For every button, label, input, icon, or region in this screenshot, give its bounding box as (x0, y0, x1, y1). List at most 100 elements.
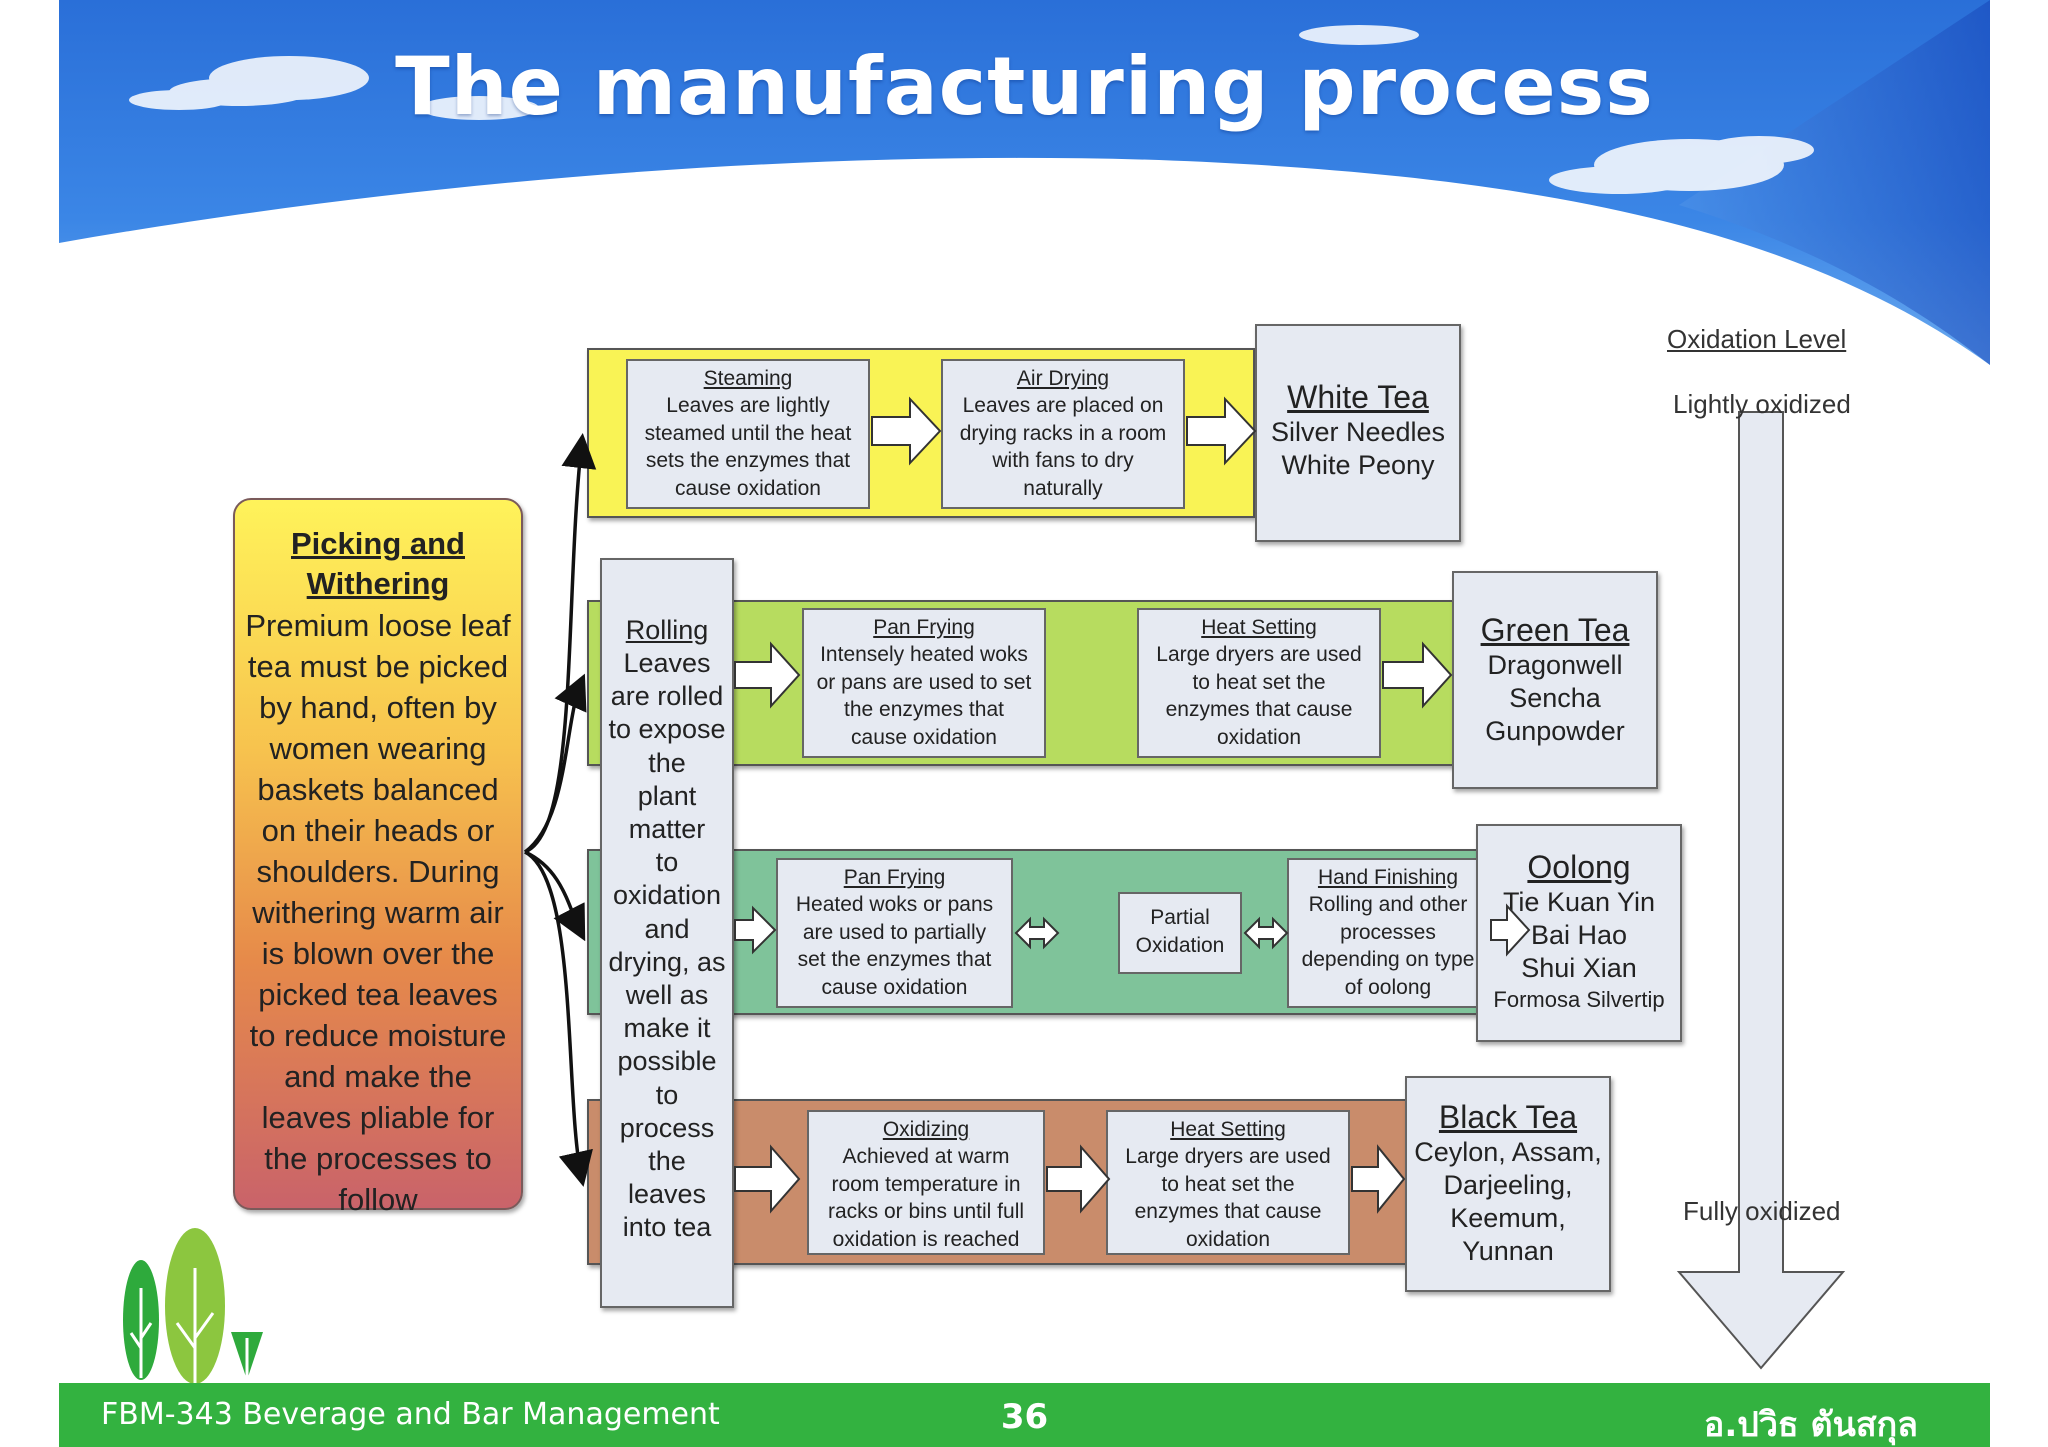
branch-arrows (523, 433, 597, 1187)
partial-oxidation-step: Partial Oxidation (1118, 892, 1242, 974)
picking-text-line: on their heads or (261, 813, 495, 848)
result-text-line: White Peony (1281, 450, 1435, 480)
page-number: 36 (1000, 1397, 1049, 1437)
step-heading: Steaming (703, 367, 793, 390)
picking-heading-1: Picking and (291, 526, 465, 561)
step-text-line: Rolling and other (1308, 893, 1468, 916)
step-text-line: room temperature in (831, 1172, 1021, 1196)
step-text-line: enzymes that cause (1165, 698, 1353, 721)
air-drying-step: Air Drying Leaves are placed on drying r… (941, 359, 1185, 509)
hand-finishing-step: Hand Finishing Rolling and other process… (1287, 858, 1489, 1008)
black-heat-setting-step: Heat Setting Large dryers are used to he… (1106, 1110, 1350, 1255)
picking-withering-box: Picking and Withering Premium loose leaf… (233, 498, 523, 1217)
step-text-line: oxidation (1216, 725, 1302, 749)
picking-text-line: women wearing (269, 731, 487, 766)
step-heading: Pan Frying (843, 866, 946, 889)
result-text-line: Ceylon, Assam, (1414, 1137, 1602, 1167)
step-text-line: to heat set the (1161, 1172, 1295, 1196)
rolling-text-line: the (648, 747, 686, 778)
rolling-text-line: drying, as (608, 946, 726, 977)
rolling-text-line: well as (625, 980, 709, 1011)
step-text-line: Intensely heated woks (820, 643, 1028, 666)
rolling-text-line: oxidation (612, 880, 722, 911)
picking-text-line: to reduce moisture (249, 1018, 507, 1053)
picking-text-line: baskets balanced (257, 772, 499, 807)
step-heading: Heat Setting (1170, 1118, 1286, 1141)
rolling-text-line: and (644, 913, 690, 944)
rolling-box: Rolling Leaves are rolled to expose the … (600, 558, 734, 1308)
rolling-text-line: to (655, 1079, 679, 1110)
green-tea-result: Green Tea Dragonwell Sencha Gunpowder (1452, 571, 1658, 789)
rolling-text-line: to (655, 847, 679, 878)
partial-text-line: Partial (1150, 906, 1210, 929)
step-text-line: enzymes that cause (1134, 1200, 1322, 1223)
steaming-step: Steaming Leaves are lightly steamed unti… (626, 359, 870, 509)
result-text-line: Bai Hao (1530, 920, 1628, 950)
step-text-line: Leaves are placed on (962, 394, 1164, 417)
cloud-icon (129, 25, 1814, 194)
step-text-line: to heat set the (1192, 670, 1326, 694)
picking-text-line: picked tea leaves (258, 977, 498, 1012)
result-text-line: Darjeeling, (1443, 1170, 1573, 1200)
picking-text-line: is blown over the (261, 936, 495, 971)
rolling-text-line: to expose (608, 714, 726, 745)
picking-text-line: Premium loose leaf (245, 608, 511, 643)
rolling-text-line: make it (623, 1013, 711, 1044)
step-text-line: Large dryers are used (1125, 1145, 1331, 1168)
step-text-line: are used to partially (802, 920, 987, 944)
step-heading: Hand Finishing (1317, 866, 1459, 889)
picking-text-line: leaves pliable for (261, 1100, 495, 1135)
result-text-line: Shui Xian (1521, 953, 1637, 983)
step-text-line: drying racks in a room (959, 421, 1167, 445)
tea-process-diagram: Picking and Withering Premium loose leaf… (59, 0, 1990, 1447)
step-text-line: cause oxidation (851, 725, 997, 749)
step-text-line: of oolong (1344, 975, 1432, 999)
step-text-line: cause oxidation (675, 476, 821, 500)
result-text-line: Silver Needles (1270, 417, 1446, 447)
picking-text-line: tea must be picked (247, 649, 509, 684)
step-text-line: set the enzymes that (797, 948, 992, 971)
oxidizing-step: Oxidizing Achieved at warm room temperat… (807, 1110, 1045, 1255)
result-text-line: Dragonwell (1487, 650, 1623, 680)
step-text-line: oxidation is reached (832, 1227, 1020, 1251)
rolling-text-line: Leaves (623, 648, 711, 678)
step-heading: Oxidizing (882, 1118, 970, 1141)
step-text-line: Leaves are lightly (666, 394, 830, 417)
result-text-line: Gunpowder (1485, 716, 1625, 746)
tree-logo-icon (123, 1228, 263, 1388)
step-heading: Air Drying (1016, 367, 1110, 390)
rolling-text-line: process (619, 1112, 715, 1143)
rolling-text-line: into tea (622, 1212, 712, 1243)
step-text-line: depending on type (1301, 948, 1475, 971)
rolling-text-line: the (648, 1146, 686, 1177)
picking-heading-2: Withering (306, 566, 450, 601)
picking-text-line: and make the (284, 1059, 472, 1094)
step-text-line: oxidation (1185, 1227, 1271, 1251)
heat-setting-step: Heat Setting Large dryers are used to he… (1137, 608, 1381, 758)
result-heading: Oolong (1527, 849, 1631, 885)
black-tea-result: Black Tea Ceylon, Assam, Darjeeling, Kee… (1405, 1076, 1611, 1292)
picking-text-line: follow (338, 1182, 418, 1217)
result-text-line: Sencha (1509, 683, 1601, 713)
step-text-line: Heated woks or pans (795, 893, 994, 916)
rolling-text-line: are rolled (610, 681, 724, 712)
step-text-line: cause oxidation (821, 975, 968, 999)
slide: The manufacturing process Picking and Wi… (59, 0, 1990, 1447)
step-text-line: sets the enzymes that (645, 449, 851, 472)
step-text-line: with fans to dry (992, 449, 1134, 472)
result-heading: Green Tea (1480, 612, 1630, 648)
rolling-text-line: plant (637, 780, 697, 811)
rolling-text-line: leaves (627, 1179, 707, 1210)
step-heading: Pan Frying (873, 616, 975, 639)
slide-title: The manufacturing process (395, 40, 1654, 133)
step-text-line: racks or bins until full (827, 1200, 1025, 1223)
step-text-line: Achieved at warm (842, 1145, 1010, 1168)
oxidation-level-title: Oxidation Level (1667, 324, 1847, 354)
oolong-result: Oolong Tie Kuan Yin Bai Hao Shui Xian Fo… (1476, 824, 1682, 1042)
sky-header-background (59, 0, 1990, 365)
oolong-pan-frying-step: Pan Frying Heated woks or pans are used … (776, 858, 1013, 1008)
rolling-heading: Rolling (625, 615, 709, 645)
result-text-line: Tie Kuan Yin (1502, 887, 1656, 917)
picking-text-line: by hand, often by (259, 690, 497, 725)
step-text-line: processes (1340, 920, 1436, 944)
